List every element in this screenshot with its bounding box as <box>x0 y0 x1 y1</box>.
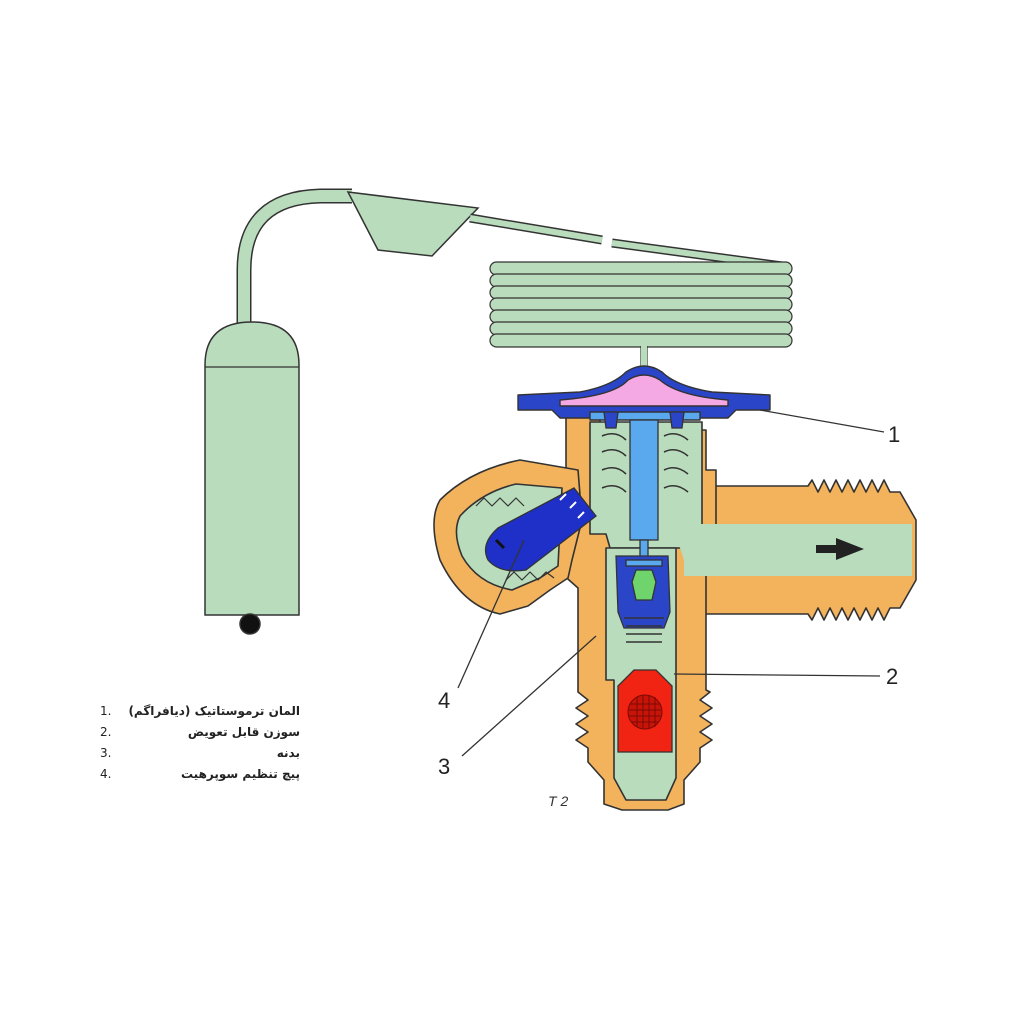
orifice-insert <box>617 669 673 753</box>
figure-label: T 2 <box>548 793 568 809</box>
valve-body <box>433 414 917 811</box>
capillary-clamp <box>346 191 480 257</box>
needle-cartridge <box>615 555 671 643</box>
callout-1: 1 <box>888 422 900 447</box>
callout-4: 4 <box>438 688 450 713</box>
legend-item: 3. بدنه <box>100 746 300 767</box>
flow-passage <box>672 524 912 576</box>
legend-number: 2. <box>100 725 112 739</box>
thermostatic-element <box>517 365 771 421</box>
legend: 1. المان ترموستاتیک (دیافراگم) 2. سوزن ق… <box>100 704 300 788</box>
legend-number: 4. <box>100 767 112 781</box>
push-rod <box>629 419 659 541</box>
spring-left <box>601 432 627 493</box>
legend-text: بدنه <box>276 746 300 760</box>
strainer-mesh <box>627 694 663 730</box>
legend-item: 4. پیچ تنظیم سوپرهیت <box>100 767 300 788</box>
flow-arrow-icon <box>816 538 864 560</box>
legend-text: سوزن قابل تعویض <box>187 725 300 739</box>
callout-3: 3 <box>438 754 450 779</box>
legend-text: پیچ تنظیم سوپرهیت <box>180 767 300 781</box>
legend-item: 2. سوزن قابل تعویض <box>100 725 300 746</box>
callout-leaders <box>457 409 885 757</box>
legend-number: 1. <box>100 704 112 718</box>
spring-right <box>663 432 689 493</box>
callout-2: 2 <box>886 664 898 689</box>
diaphragm-membrane <box>559 374 729 407</box>
bulb-sealing-ball <box>239 613 261 635</box>
superheat-screw <box>484 487 597 572</box>
capillary-coil <box>489 261 793 348</box>
sensing-bulb <box>204 321 300 616</box>
needle <box>631 569 657 601</box>
legend-item: 1. المان ترموستاتیک (دیافراگم) <box>100 704 300 725</box>
legend-text: المان ترموستاتیک (دیافراگم) <box>128 704 300 718</box>
sensing-bulb-assembly <box>204 188 783 635</box>
legend-number: 3. <box>100 746 112 760</box>
